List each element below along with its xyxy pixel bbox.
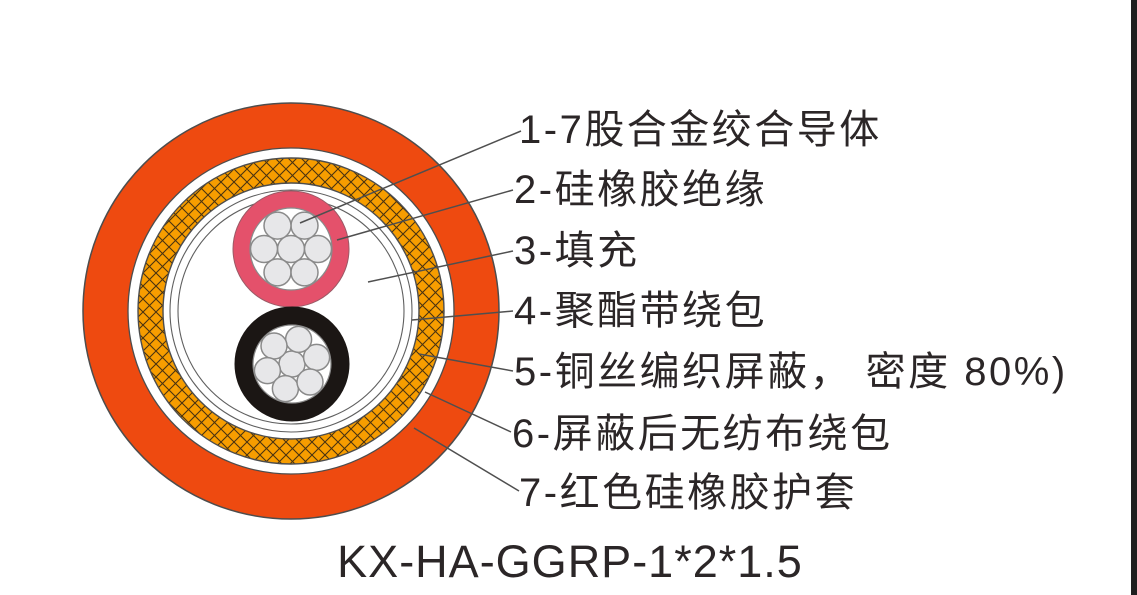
part-label-2: 2-硅橡胶绝缘	[514, 168, 767, 212]
conductor-strand	[290, 211, 319, 240]
leader-line-3	[367, 250, 514, 283]
part-label-6: 6-屏蔽后无纺布绕包	[512, 412, 893, 456]
conductor-strand	[263, 258, 292, 287]
conductor-strand	[303, 234, 333, 264]
part-label-7: 7-红色硅橡胶护套	[519, 471, 857, 515]
conductor-strand	[271, 374, 300, 403]
leader-line-4	[411, 310, 514, 321]
conductor-strand	[263, 211, 292, 240]
part-label-3: 3-填充	[514, 229, 640, 273]
leader-line-1	[299, 130, 522, 224]
conductor-strand	[296, 368, 324, 396]
conductor-strand	[290, 258, 319, 287]
leader-line-5	[418, 353, 514, 372]
insulated-core-black	[234, 306, 350, 422]
leader-line-6	[424, 391, 512, 433]
conductor-strand	[253, 356, 282, 385]
conductor-strand	[260, 332, 288, 360]
cable-model-title: KX-HA-GGRP-1*2*1.5	[337, 536, 803, 587]
part-label-1: 1-7股合金绞合导体	[519, 108, 882, 152]
conductor-strand	[276, 234, 306, 264]
leader-line-2	[336, 189, 514, 241]
conductor-strand	[284, 325, 313, 354]
insulated-core-red	[232, 190, 350, 308]
tape-circle-outer	[169, 189, 413, 433]
part-label-5: 5-铜丝编织屏蔽， 密度 80%)	[514, 350, 1068, 394]
right-edge-bar	[1131, 0, 1137, 595]
conductor-strand	[249, 234, 279, 264]
part-label-4: 4-聚酯带绕包	[514, 289, 767, 333]
leader-line-7	[413, 427, 520, 492]
